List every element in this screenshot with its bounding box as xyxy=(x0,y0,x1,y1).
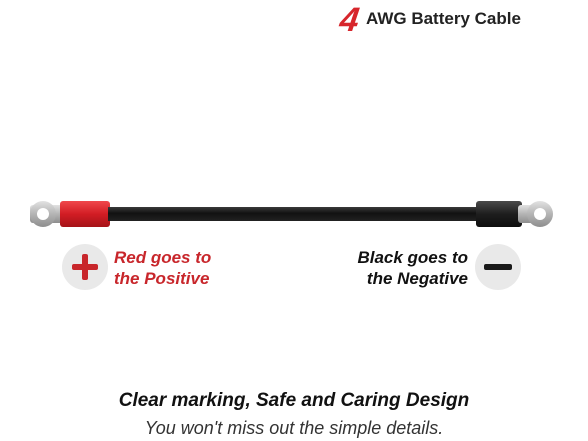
negative-line-1: Black goes to xyxy=(357,248,468,267)
right-ring-terminal xyxy=(518,201,553,227)
header-number: 4 xyxy=(337,1,362,39)
header-title: AWG Battery Cable xyxy=(366,9,521,28)
caption-sub: You won't miss out the simple details. xyxy=(144,418,444,438)
red-heat-shrink xyxy=(60,201,110,227)
header: 4 AWG Battery Cable xyxy=(337,1,580,39)
positive-line-2: the Positive xyxy=(114,269,210,288)
black-heat-shrink xyxy=(476,201,522,227)
positive-label: Red goes to the Positive xyxy=(114,247,211,289)
plus-icon xyxy=(62,244,108,290)
left-ring-terminal xyxy=(30,201,66,227)
cable-body xyxy=(108,207,480,221)
battery-cable-illustration xyxy=(30,201,553,227)
caption-main: Clear marking, Safe and Caring Design xyxy=(118,390,470,411)
negative-line-2: the Negative xyxy=(366,269,468,288)
positive-line-1: Red goes to xyxy=(114,248,212,267)
minus-icon xyxy=(475,244,521,290)
negative-label: Black goes to the Negative xyxy=(357,247,468,289)
